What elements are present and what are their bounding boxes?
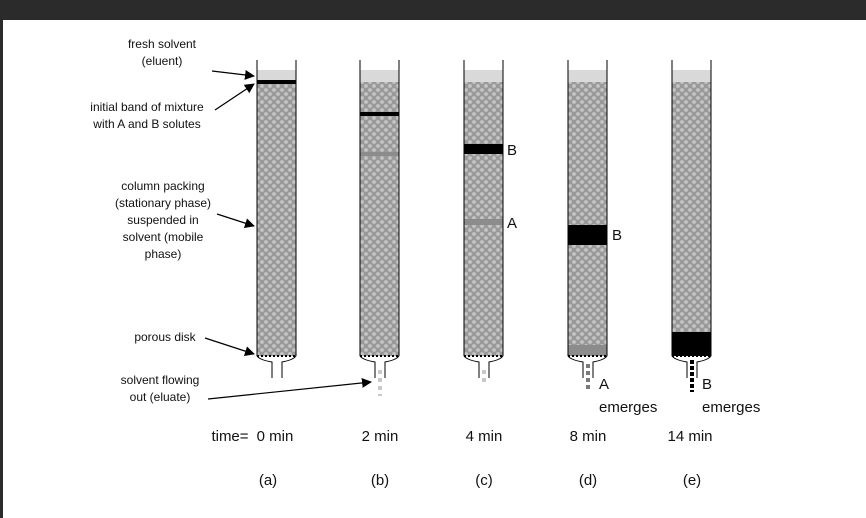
band-b [672, 332, 711, 356]
column-packing [360, 82, 399, 356]
emerge-text: emerges [702, 399, 760, 416]
svg-text:initial band of mixture: initial band of mixture [90, 100, 204, 114]
panel-row: (a) (b) (c) (d) (e) [259, 472, 701, 489]
label-solvent-flowing: solvent flowing out (eluate) [121, 373, 200, 404]
column-d: B A emerges [567, 60, 657, 416]
panel-b: (b) [371, 472, 389, 489]
column-e: B emerges [671, 60, 760, 416]
label-arrows [204, 69, 372, 400]
panel-d: (d) [579, 472, 597, 489]
band-a [464, 219, 503, 225]
left-border [0, 0, 3, 518]
arrow-column-packing [216, 213, 255, 228]
time-e: 14 min [667, 428, 712, 445]
panel-a: (a) [259, 472, 277, 489]
time-a: 0 min [257, 428, 294, 445]
arrow-solvent-flowing [207, 377, 372, 400]
svg-text:solvent flowing: solvent flowing [121, 373, 200, 387]
time-row: time= 0 min 2 min 4 min 8 min 14 min [211, 428, 712, 445]
arrow-porous-disk [204, 337, 255, 356]
svg-text:suspended in: suspended in [127, 213, 198, 227]
svg-text:(eluent): (eluent) [142, 54, 183, 68]
emerge-text: emerges [599, 399, 657, 416]
band-b-label: B [612, 227, 622, 244]
panel-e: (e) [683, 472, 701, 489]
label-fresh-solvent: fresh solvent (eluent) [128, 37, 197, 68]
eluent-layer [568, 70, 607, 82]
label-column-packing: column packing (stationary phase) suspen… [115, 179, 211, 261]
svg-text:out (eluate): out (eluate) [130, 390, 191, 404]
initial-band [257, 80, 296, 84]
svg-text:(stationary phase): (stationary phase) [115, 196, 211, 210]
column-packing [257, 80, 296, 356]
svg-text:column packing: column packing [121, 179, 204, 193]
label-porous-disk: porous disk [134, 330, 196, 344]
label-initial-band: initial band of mixture with A and B sol… [90, 100, 204, 131]
arrow-initial-band [214, 83, 255, 111]
band-b-label: B [507, 142, 517, 159]
top-border [0, 0, 866, 20]
band-a [360, 152, 399, 156]
column-packing [672, 82, 711, 356]
time-d: 8 min [570, 428, 607, 445]
time-b: 2 min [362, 428, 399, 445]
column-a [256, 60, 297, 378]
band-a [568, 345, 607, 356]
eluent-layer [360, 70, 399, 82]
band-b [464, 144, 503, 154]
emerge-letter: A [599, 376, 609, 393]
svg-text:phase): phase) [145, 247, 182, 261]
band-a-label: A [507, 215, 517, 232]
band-b [568, 225, 607, 245]
column-packing [568, 82, 607, 356]
arrow-fresh-solvent [211, 69, 255, 80]
svg-text:porous disk: porous disk [134, 330, 196, 344]
column-c: B A [463, 60, 517, 384]
eluent-layer [672, 70, 711, 82]
time-c: 4 min [466, 428, 503, 445]
svg-text:fresh solvent: fresh solvent [128, 37, 197, 51]
column-b [359, 60, 400, 396]
svg-text:with A and B solutes: with A and B solutes [92, 117, 200, 131]
svg-text:solvent (mobile: solvent (mobile [123, 230, 204, 244]
time-prefix: time= [211, 428, 248, 445]
emerge-letter: B [702, 376, 712, 393]
panel-c: (c) [475, 472, 493, 489]
eluent-layer [257, 70, 296, 80]
eluent-layer [464, 70, 503, 82]
band-b [360, 112, 399, 116]
